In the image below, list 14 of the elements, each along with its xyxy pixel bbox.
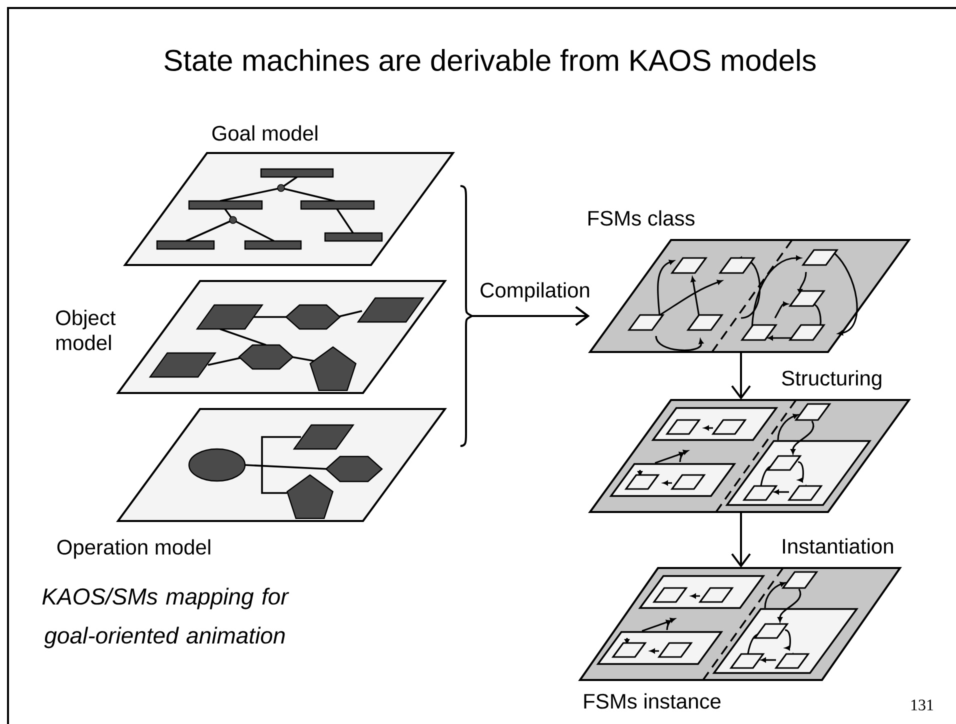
edge-label: Compilation (480, 282, 590, 302)
arrow (460, 306, 590, 447)
caption: KAOS/SMs mapping for goal-oriented animation (42, 588, 290, 648)
plane-heading: Object model (56, 310, 116, 350)
edge-label: Instantiation (783, 538, 893, 554)
arrow (731, 352, 751, 400)
plane-heading: FSMs class (588, 210, 694, 226)
page-number: 131 (911, 700, 934, 710)
arrow (731, 512, 751, 568)
plane-heading: Goal model (212, 125, 318, 141)
plane-heading: Operation model (57, 539, 210, 559)
plane-heading: FSMs instance (584, 693, 720, 709)
slide-title: State machines are derivable from KAOS models (164, 49, 816, 71)
edge-label: Structuring (782, 370, 882, 390)
